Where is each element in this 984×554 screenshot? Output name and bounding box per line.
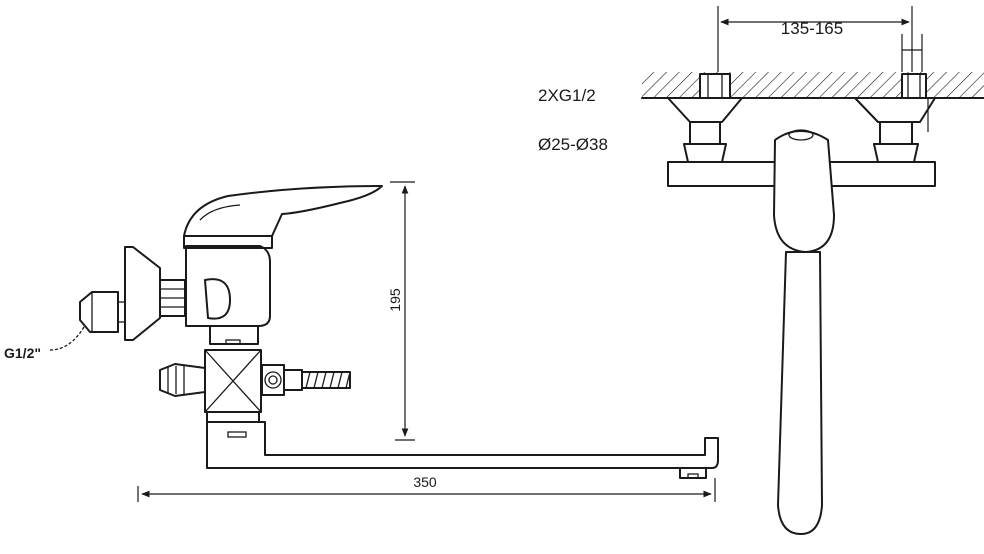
spacing-dimension-label: 135-165: [781, 19, 843, 38]
diameter-label: Ø25-Ø38: [538, 135, 608, 154]
length-dimension: [137, 478, 716, 502]
spout: [206, 421, 719, 479]
lever-handle: [183, 185, 383, 249]
hose-connector: [301, 371, 351, 389]
side-view: G1/2": [4, 181, 719, 502]
height-dimension-label: 195: [387, 288, 403, 312]
length-dimension-label: 350: [413, 474, 437, 490]
wall-section: [642, 72, 984, 98]
lever-front: [773, 129, 835, 253]
connection-label: 2XG1/2: [538, 86, 596, 105]
thread-label: G1/2": [4, 345, 41, 361]
spout-front: [777, 251, 823, 535]
mixer-body: [185, 245, 271, 345]
mixer-crossbody: [667, 161, 936, 187]
front-view: 135-165 2XG1/2 Ø25-Ø38: [538, 6, 984, 535]
inlet-connector: [79, 291, 125, 333]
thread-leader: [49, 326, 85, 351]
height-dimension: [390, 181, 415, 441]
spacing-dimension: [717, 6, 923, 72]
wall-flange: [124, 246, 186, 341]
diverter-block: [159, 349, 303, 423]
right-eccentric: [854, 73, 936, 163]
